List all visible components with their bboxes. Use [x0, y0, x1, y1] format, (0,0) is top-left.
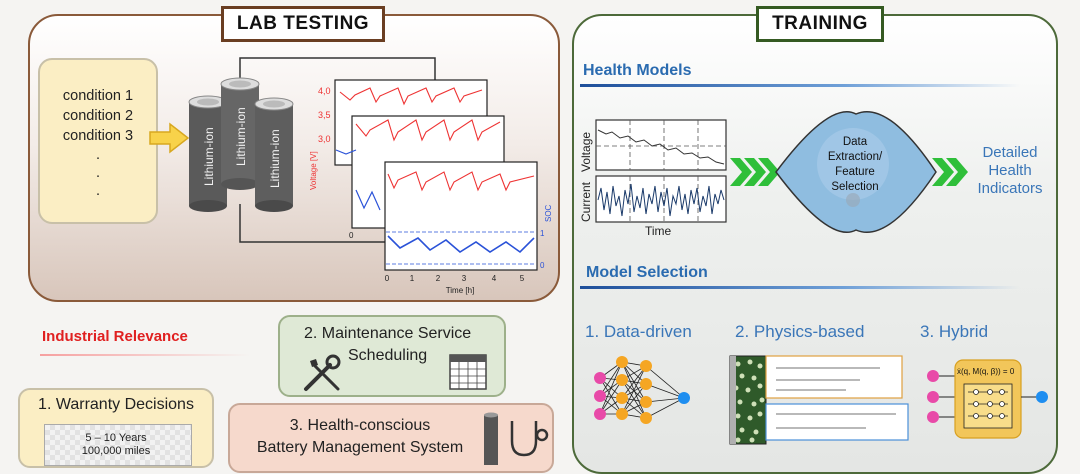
condition-dot: .: [95, 165, 101, 181]
warranty-miles: 100,000 miles: [81, 445, 151, 457]
health-models-divider: [580, 84, 1020, 87]
cell-label: Lithium-ion: [234, 107, 248, 166]
condition-item: condition 2: [62, 108, 134, 124]
maintenance-subtitle: Scheduling: [348, 347, 428, 364]
chevron-arrows-icon: [932, 158, 968, 186]
time-tick: 1: [410, 274, 415, 283]
time-label: Time: [645, 224, 672, 238]
calendar-icon: [449, 354, 487, 390]
health-indicators-label: Detailed Health Indicators: [970, 144, 1050, 198]
time-tick: 2: [436, 274, 441, 283]
battery-cell-icon: [254, 97, 294, 212]
equation-box-icon: [765, 355, 903, 399]
model-hybrid-label: 3. Hybrid: [920, 322, 989, 341]
model-physics-based-label: 2. Physics-based: [735, 322, 865, 341]
lab-illustration: Lithium-ion Lithium-ion Lithium-ion 4,0 …: [149, 57, 553, 295]
feature-selection-text: Extraction/: [828, 151, 883, 163]
soc-tick: 1: [540, 229, 545, 238]
training-title: TRAINING: [756, 6, 884, 42]
model-selection-divider: [580, 286, 1020, 289]
model-selection-heading: Model Selection: [586, 264, 708, 281]
feature-selection-text: Feature: [835, 166, 875, 178]
maintenance-scheduling-box: 2. Maintenance Service Scheduling: [278, 315, 506, 397]
time-axis-label: Time [h]: [446, 286, 475, 295]
time-tick: 4: [492, 274, 497, 283]
model-selection-illustration: ẋ(q, M(q, β)) = 0: [594, 355, 1048, 445]
battery-stethoscope-icon: [484, 412, 549, 465]
model-data-driven-label: 1. Data-driven: [585, 322, 692, 341]
wrench-screwdriver-icon: [304, 354, 341, 391]
warranty-decisions-box: 1. Warranty Decisions 5 – 10 Years 100,0…: [18, 388, 214, 468]
maintenance-title: 2. Maintenance Service: [304, 325, 472, 342]
electrode-icon: [729, 355, 767, 445]
time-tick: 5: [520, 274, 525, 283]
industrial-relevance-heading: Industrial Relevance: [42, 328, 188, 345]
warranty-years: 5 – 10 Years: [85, 432, 147, 444]
health-models-heading: Health Models: [583, 62, 692, 79]
current-label: Current: [579, 181, 593, 222]
cell-label: Lithium-ion: [268, 129, 282, 188]
feature-selection-text: Selection: [831, 181, 878, 193]
input-arrow-icon: [149, 122, 190, 154]
feature-selection-text: Data: [843, 136, 868, 148]
time-tick: 3: [462, 274, 467, 283]
equation-box-icon: [765, 403, 909, 441]
battery-cell-icon: [220, 77, 260, 190]
industrial-relevance-divider: [40, 354, 250, 356]
soc-tick: 0: [540, 261, 545, 270]
time-tick: 0: [385, 274, 390, 283]
health-indicators-line: Health: [988, 162, 1032, 179]
lab-testing-title: LAB TESTING: [221, 6, 385, 42]
health-indicators-line: Indicators: [977, 180, 1043, 197]
condition-dot: .: [95, 183, 101, 199]
warranty-title: 1. Warranty Decisions: [38, 396, 194, 413]
health-indicators-line: Detailed: [982, 144, 1038, 161]
voltage-tick: 4,0: [318, 86, 331, 96]
voltage-label: Voltage: [579, 132, 593, 172]
bms-box: 3. Health-conscious Battery Management S…: [228, 403, 554, 473]
plot-behind-x-tick: 0: [349, 231, 354, 240]
bms-subtitle: Battery Management System: [256, 439, 464, 456]
health-models-illustration: Voltage Current Time Data Extraction/ Fe…: [579, 111, 968, 238]
voltage-axis-label: Voltage [V]: [309, 151, 318, 190]
cell-label: Lithium-ion: [202, 127, 216, 186]
voltage-tick: 3,5: [318, 110, 331, 120]
voltage-tick: 3,0: [318, 134, 331, 144]
condition-dot: .: [95, 147, 101, 163]
hybrid-equation: ẋ(q, M(q, β)) = 0: [957, 367, 1015, 376]
warranty-certificate-icon: [44, 424, 192, 466]
condition-item: condition 1: [62, 88, 134, 104]
soc-axis-label: SOC: [544, 204, 553, 222]
bms-title: 3. Health-conscious: [289, 417, 431, 434]
warranty-terms: 5 – 10 Years 100,000 miles: [20, 432, 212, 458]
battery-cell-icon: [188, 95, 228, 212]
condition-item: condition 3: [62, 128, 134, 144]
